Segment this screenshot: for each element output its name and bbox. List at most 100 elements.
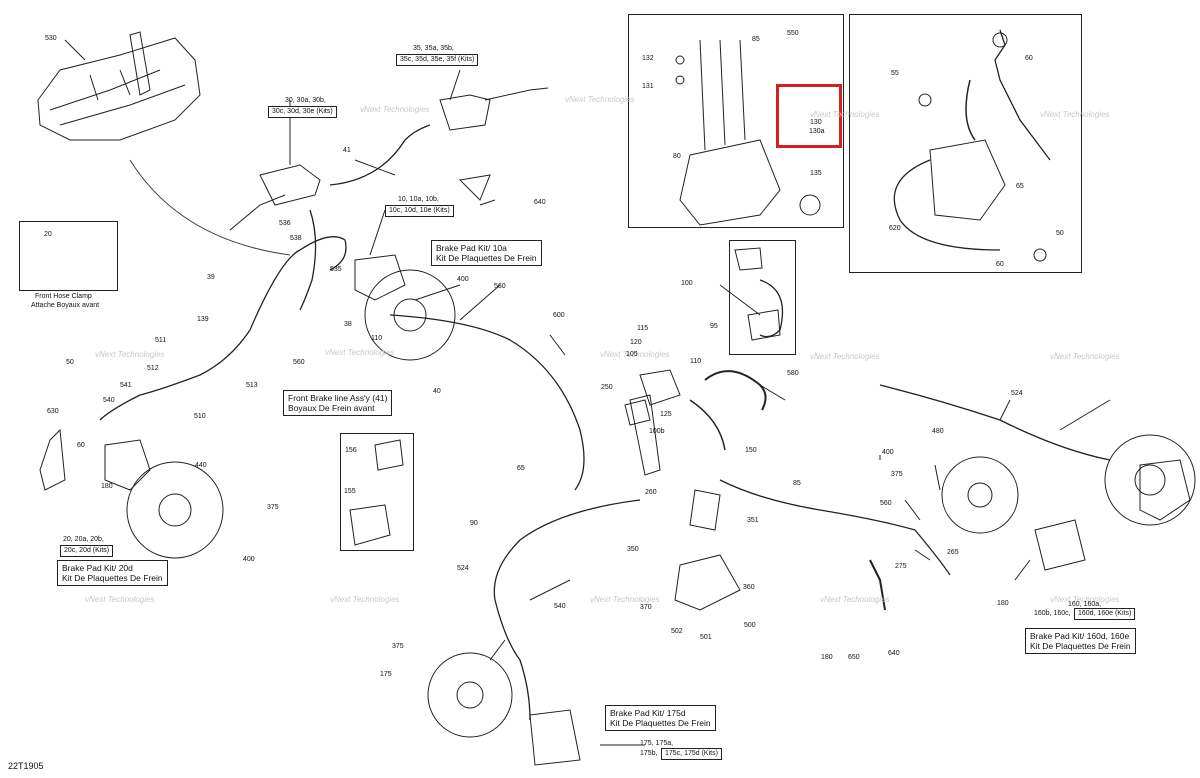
part-number: 630 [47, 408, 59, 415]
part-number: 400 [457, 276, 469, 283]
part-number: 132 [642, 55, 654, 62]
watermark: vNext Technologies [1050, 595, 1120, 604]
part-number: 180 [821, 654, 833, 661]
callout-line2: Kit De Plaquettes De Frein [436, 253, 537, 263]
part-number: 541 [120, 382, 132, 389]
part-number-155: 155 [344, 488, 356, 495]
part-number: 600 [553, 312, 565, 319]
part-number: 370 [640, 604, 652, 611]
part-number: 39 [207, 274, 215, 281]
part-number: 375 [392, 643, 404, 650]
part-number: 650 [848, 654, 860, 661]
watermark: vNext Technologies [1050, 352, 1120, 361]
part-number: 85 [752, 36, 760, 43]
part-number: 250 [601, 384, 613, 391]
kit-label-175: 175, 175a, [640, 740, 674, 747]
part-number: 480 [932, 428, 944, 435]
part-number: 524 [457, 565, 469, 572]
kit-label-10-kits: 10c, 10d, 10e (Kits) [385, 205, 454, 217]
part-number: 85 [793, 480, 801, 487]
callout-line1: Brake Pad Kit/ 20d [62, 563, 133, 573]
part-number: 501 [700, 634, 712, 641]
part-number: 65 [517, 465, 525, 472]
part-number: 560 [880, 500, 892, 507]
part-number: 120 [630, 339, 642, 346]
part-number: 105 [626, 351, 638, 358]
kit-label-175-kits: 175c, 175d (Kits) [661, 748, 722, 760]
abs-module-inset [628, 14, 844, 228]
part-number: 440 [195, 462, 207, 469]
kit-label-175b: 175b, [640, 750, 658, 757]
part-number: 560 [293, 359, 305, 366]
front-brake-line-callout: Front Brake line Ass'y (41) Boyaux De Fr… [283, 390, 393, 416]
part-number: 560 [494, 283, 506, 290]
part-number: 260 [645, 489, 657, 496]
part-number: 511 [155, 337, 167, 344]
callout-line1: Brake Pad Kit/ 175d [610, 708, 686, 718]
part-number: 350 [627, 546, 639, 553]
kit-label-10: 10, 10a, 10b, [398, 196, 439, 203]
kit-label-160-kits: 160d, 160e (Kits) [1074, 608, 1136, 620]
callout-line2: Kit De Plaquettes De Frein [62, 573, 163, 583]
part-number: 360 [743, 584, 755, 591]
part-number: 60 [1025, 55, 1033, 62]
part-number: 640 [534, 199, 546, 206]
kit-label-35: 35, 35a, 35b, [413, 45, 454, 52]
kit-label-160: 160, 160a, [1068, 601, 1102, 608]
part-number: 90 [470, 520, 478, 527]
part-number: 400 [882, 449, 894, 456]
brake-pad-kit-10a-callout: Brake Pad Kit/ 10a Kit De Plaquettes De … [431, 240, 542, 266]
fitting-inset [340, 433, 414, 551]
watermark: vNext Technologies [810, 110, 880, 119]
callout-line2: Boyaux De Frein avant [288, 403, 375, 413]
part-number: 100 [681, 280, 693, 287]
part-number: 95 [710, 323, 718, 330]
callout-line1: Brake Pad Kit/ 160d, 160e [1030, 631, 1130, 641]
watermark: vNext Technologies [325, 348, 395, 357]
brake-pad-kit-20d-callout: Brake Pad Kit/ 20d Kit De Plaquettes De … [57, 560, 168, 586]
callout-line1: Brake Pad Kit/ 10a [436, 243, 507, 253]
part-number: 130a [809, 128, 825, 135]
part-number: 510 [194, 413, 206, 420]
part-number: 60 [996, 261, 1004, 268]
pedal-valve-inset [849, 14, 1082, 273]
part-number: 375 [267, 504, 279, 511]
kit-label-30: 30, 30a, 30b, [285, 97, 326, 104]
part-number: 38 [344, 321, 352, 328]
diagram-code: 22T1905 [8, 761, 44, 771]
brake-pad-kit-175d-callout: Brake Pad Kit/ 175d Kit De Plaquettes De… [605, 705, 716, 731]
hose-clamp-caption-2: Attache Boyaux avant [31, 302, 100, 309]
part-number: 538 [290, 235, 302, 242]
part-number: 580 [787, 370, 799, 377]
watermark: vNext Technologies [360, 105, 430, 114]
part-number: 50 [1056, 230, 1064, 237]
part-number: 500 [744, 622, 756, 629]
watermark: vNext Technologies [330, 595, 400, 604]
part-number: 135 [810, 170, 822, 177]
part-number: 131 [642, 83, 654, 90]
part-number: 530 [45, 35, 57, 42]
part-number: 265 [947, 549, 959, 556]
kit-label-30-kits: 30c, 30d, 30e (Kits) [268, 106, 337, 118]
part-number: 60 [77, 442, 85, 449]
part-number: 65 [1016, 183, 1024, 190]
part-number: 139 [197, 316, 209, 323]
callout-line1: Front Brake line Ass'y (41) [288, 393, 388, 403]
part-number: 115 [637, 325, 649, 332]
part-number: 40 [433, 388, 441, 395]
hose-clamp-caption-1: Front Hose Clamp [35, 293, 92, 300]
part-number: 175 [380, 671, 392, 678]
part-number: 536 [279, 220, 291, 227]
part-number: 110 [690, 358, 702, 365]
watermark: vNext Technologies [600, 350, 670, 359]
part-number: 550 [787, 30, 799, 37]
watermark: vNext Technologies [95, 350, 165, 359]
watermark: vNext Technologies [565, 95, 635, 104]
watermark: vNext Technologies [820, 595, 890, 604]
part-number: 524 [1011, 390, 1023, 397]
kit-label-20-kits: 20c, 20d (Kits) [60, 545, 114, 557]
part-number: 540 [103, 397, 115, 404]
part-number: 100b [649, 428, 665, 435]
watermark: vNext Technologies [85, 595, 155, 604]
